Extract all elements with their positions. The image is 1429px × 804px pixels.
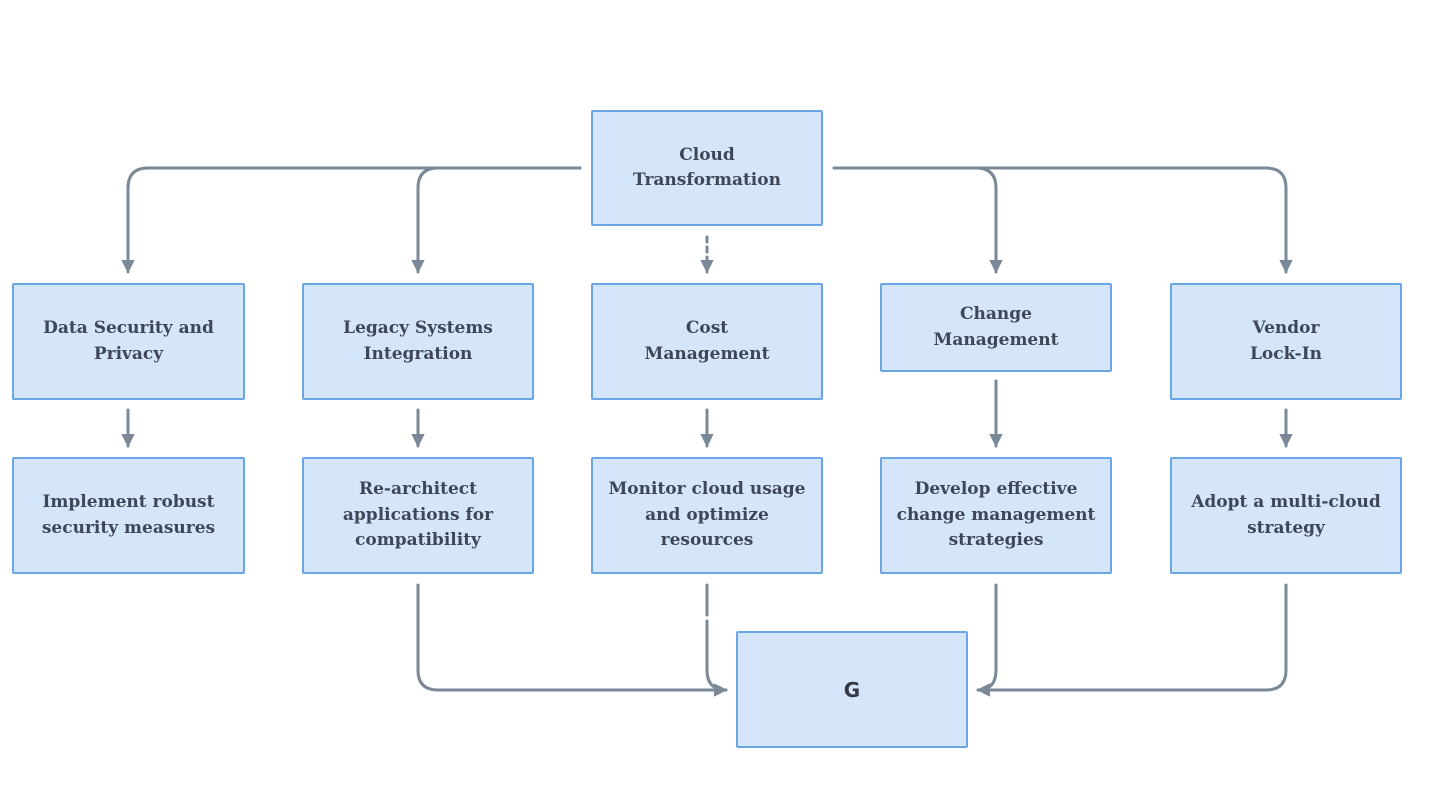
node-implement-robust-security: Implement robust security measures [12,457,245,574]
connector-multicloud-to-final [976,583,1288,697]
connector-root-to-legacy-systems [411,166,582,274]
node-vendor-lock-in: Vendor Lock-In [1170,283,1402,400]
connector-change-strategies-to-final [976,583,998,697]
node-monitor-cloud-usage: Monitor cloud usage and optimize resourc… [591,457,823,574]
node-cloud-transformation: Cloud Transformation [591,110,823,226]
connector-root-to-data-security [121,166,582,274]
connector-rearchitect-to-final [416,583,728,697]
node-cost-management: Cost Management [591,283,823,400]
node-data-security-and-privacy: Data Security and Privacy [12,283,245,400]
connector-monitor-to-final [705,583,728,697]
node-final-g: G [736,631,968,748]
node-rearchitect-applications: Re-architect applications for compatibil… [302,457,534,574]
connector-root-to-change-management [832,166,1003,274]
node-adopt-multi-cloud: Adopt a multi-cloud strategy [1170,457,1402,574]
node-legacy-systems-integration: Legacy Systems Integration [302,283,534,400]
node-change-management: Change Management [880,283,1112,372]
connector-root-to-vendor-lockin [832,166,1293,274]
node-develop-change-strategies: Develop effective change management stra… [880,457,1112,574]
